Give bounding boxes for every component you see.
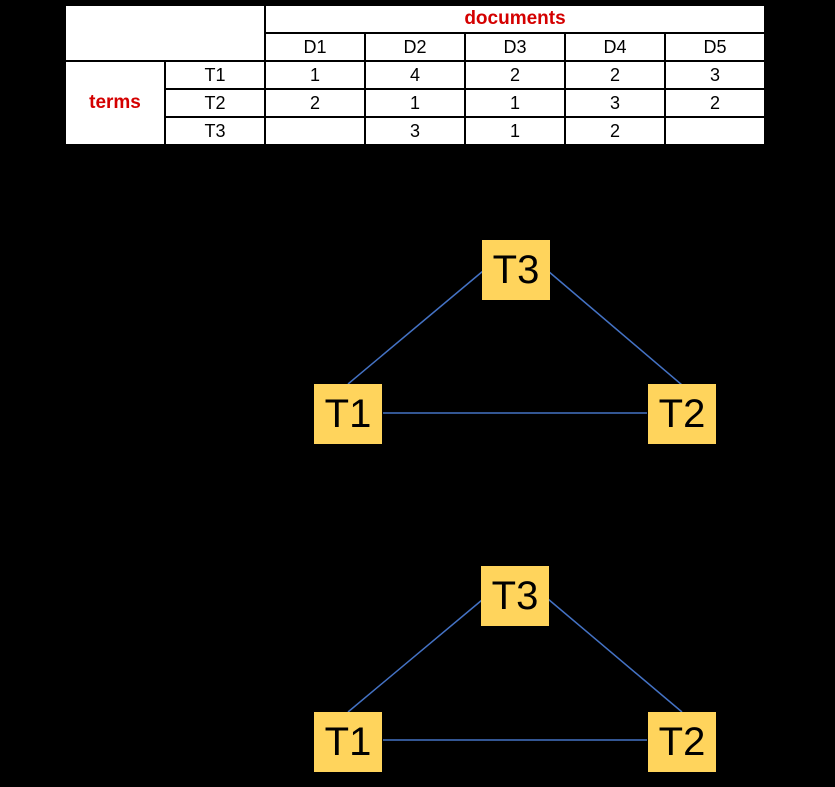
matrix-cell-t3-d5	[664, 116, 766, 146]
node-t3-top-graph: T3	[482, 240, 550, 300]
node-t3-bottom-graph: T3	[481, 566, 549, 626]
node-t2-top-graph: T2	[648, 384, 716, 444]
matrix-cell-t3-d1	[264, 116, 366, 146]
term-label-t2: T2	[164, 88, 266, 118]
doc-header-d5: D5	[664, 32, 766, 62]
node-t1-top-graph: T1	[314, 384, 382, 444]
matrix-cell-t1-d3: 2	[464, 60, 566, 90]
table-row: terms T1 1 4 2 2 3	[64, 60, 766, 146]
matrix-cell-t3-d4: 2	[564, 116, 666, 146]
matrix-cell-t2-d5: 2	[664, 88, 766, 118]
doc-header-d3: D3	[464, 32, 566, 62]
edge-t1-t3-top	[347, 270, 484, 385]
matrix-cell-t2-d1: 2	[264, 88, 366, 118]
matrix-cell-t3-d2: 3	[364, 116, 466, 146]
matrix-cell-t1-d5: 3	[664, 60, 766, 90]
node-t2-bottom-graph: T2	[648, 712, 716, 772]
doc-header-d4: D4	[564, 32, 666, 62]
edge-t3-t2-top	[547, 270, 683, 386]
terms-group-header: terms	[64, 60, 166, 146]
table-row: T3 3 1 2	[65, 116, 766, 146]
table-row: documents	[64, 4, 766, 62]
edge-t1-t3-bottom	[347, 599, 483, 713]
term-label-t1: T1	[164, 60, 266, 90]
table-row: D1 D2 D3 D4 D5	[65, 32, 766, 62]
doc-header-d1: D1	[264, 32, 366, 62]
doc-header-d2: D2	[364, 32, 466, 62]
table-row: T2 2 1 1 3 2	[65, 88, 766, 118]
edge-t3-t2-bottom	[547, 598, 683, 713]
matrix-cell-t1-d1: 1	[264, 60, 366, 90]
term-label-t3: T3	[164, 116, 266, 146]
matrix-cell-t2-d3: 1	[464, 88, 566, 118]
matrix-cell-t1-d4: 2	[564, 60, 666, 90]
documents-group-header: documents	[264, 4, 766, 34]
matrix-cell-t2-d2: 1	[364, 88, 466, 118]
matrix-cell-t3-d3: 1	[464, 116, 566, 146]
term-document-matrix: documents D1 D2 D3 D4 D5 terms T1 1 4 2 …	[64, 4, 766, 146]
node-t1-bottom-graph: T1	[314, 712, 382, 772]
matrix-corner-cell	[64, 4, 266, 62]
matrix-cell-t1-d2: 4	[364, 60, 466, 90]
matrix-cell-t2-d4: 3	[564, 88, 666, 118]
